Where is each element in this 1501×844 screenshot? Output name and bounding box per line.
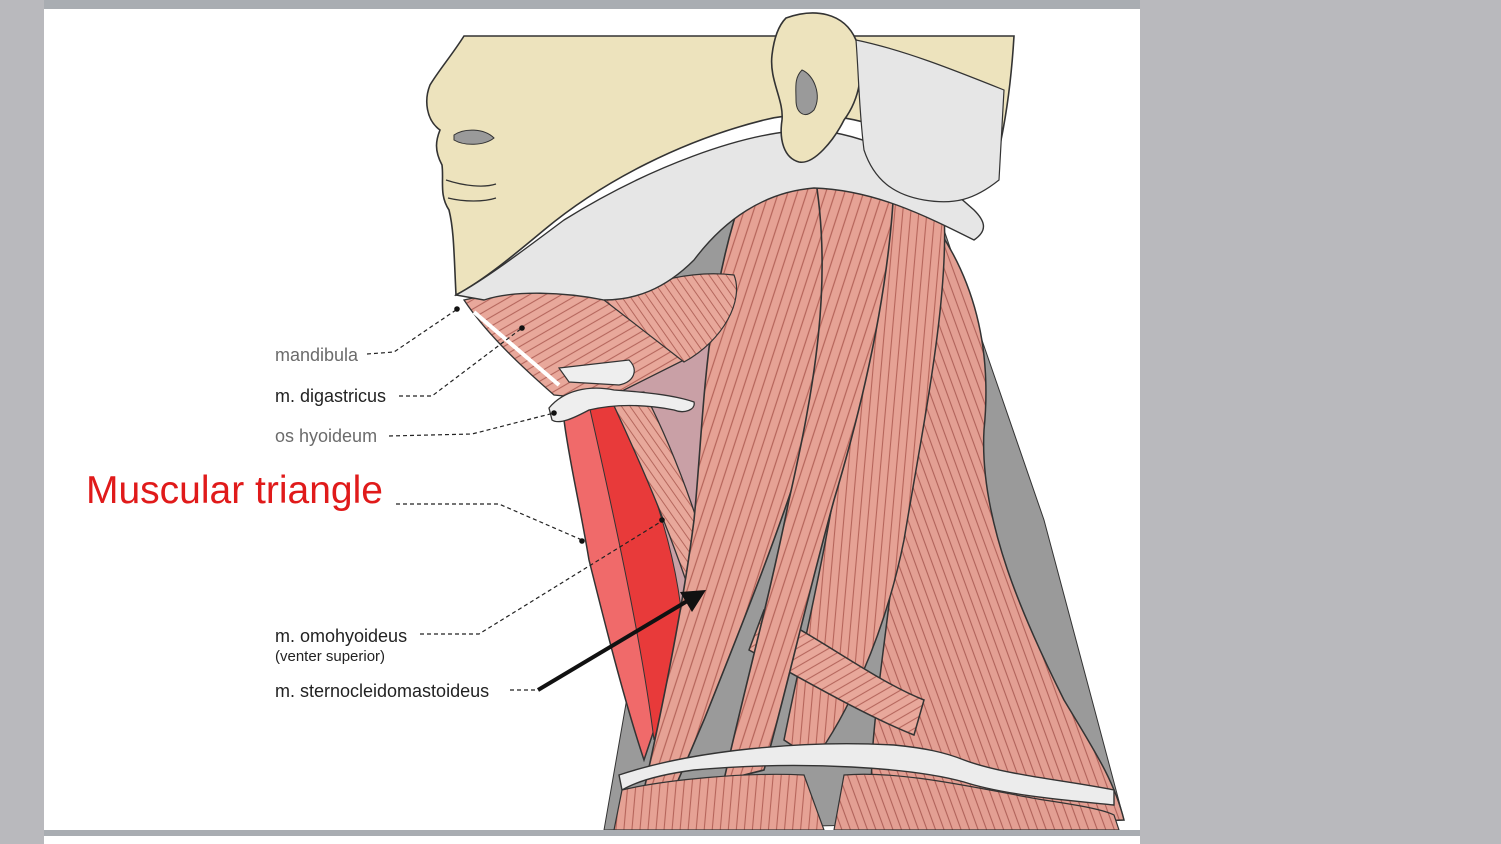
mandible-fascia xyxy=(453,129,985,301)
digastric-tendon xyxy=(472,310,561,387)
label-muscular-triangle: Muscular triangle xyxy=(86,469,383,512)
label-mandibula: mandibula xyxy=(275,345,359,365)
label-omohyoideus-sub: (venter superior) xyxy=(275,648,386,665)
arrow-sternocleido xyxy=(536,590,706,692)
scalp-fascia xyxy=(855,39,1005,203)
pectoral-muscle xyxy=(613,773,825,830)
deltoid-muscle xyxy=(833,773,1120,830)
hyoid-bone xyxy=(548,387,695,423)
thyrohyoid-membrane xyxy=(557,359,635,386)
label-digastricus: m. digastricus xyxy=(275,386,387,406)
neck-anatomy-illustration xyxy=(366,12,1125,830)
slide-top-border xyxy=(44,0,1140,9)
leader-lines xyxy=(366,309,663,635)
label-sternocleidomastoideus: m. sternocleidomastoideus xyxy=(275,681,490,701)
label-os-hyoideum: os hyoideum xyxy=(275,426,378,446)
slide-bottom-border xyxy=(44,830,1140,844)
leader-dots xyxy=(454,306,665,544)
label-omohyoideus: m. omohyoideus xyxy=(275,626,408,646)
ear-inner xyxy=(795,69,818,115)
slide: mandibula m. digastricus os hyoideum Mus… xyxy=(44,0,1140,844)
clavicle xyxy=(618,743,1115,806)
lips xyxy=(445,179,497,202)
nostril xyxy=(453,129,495,145)
